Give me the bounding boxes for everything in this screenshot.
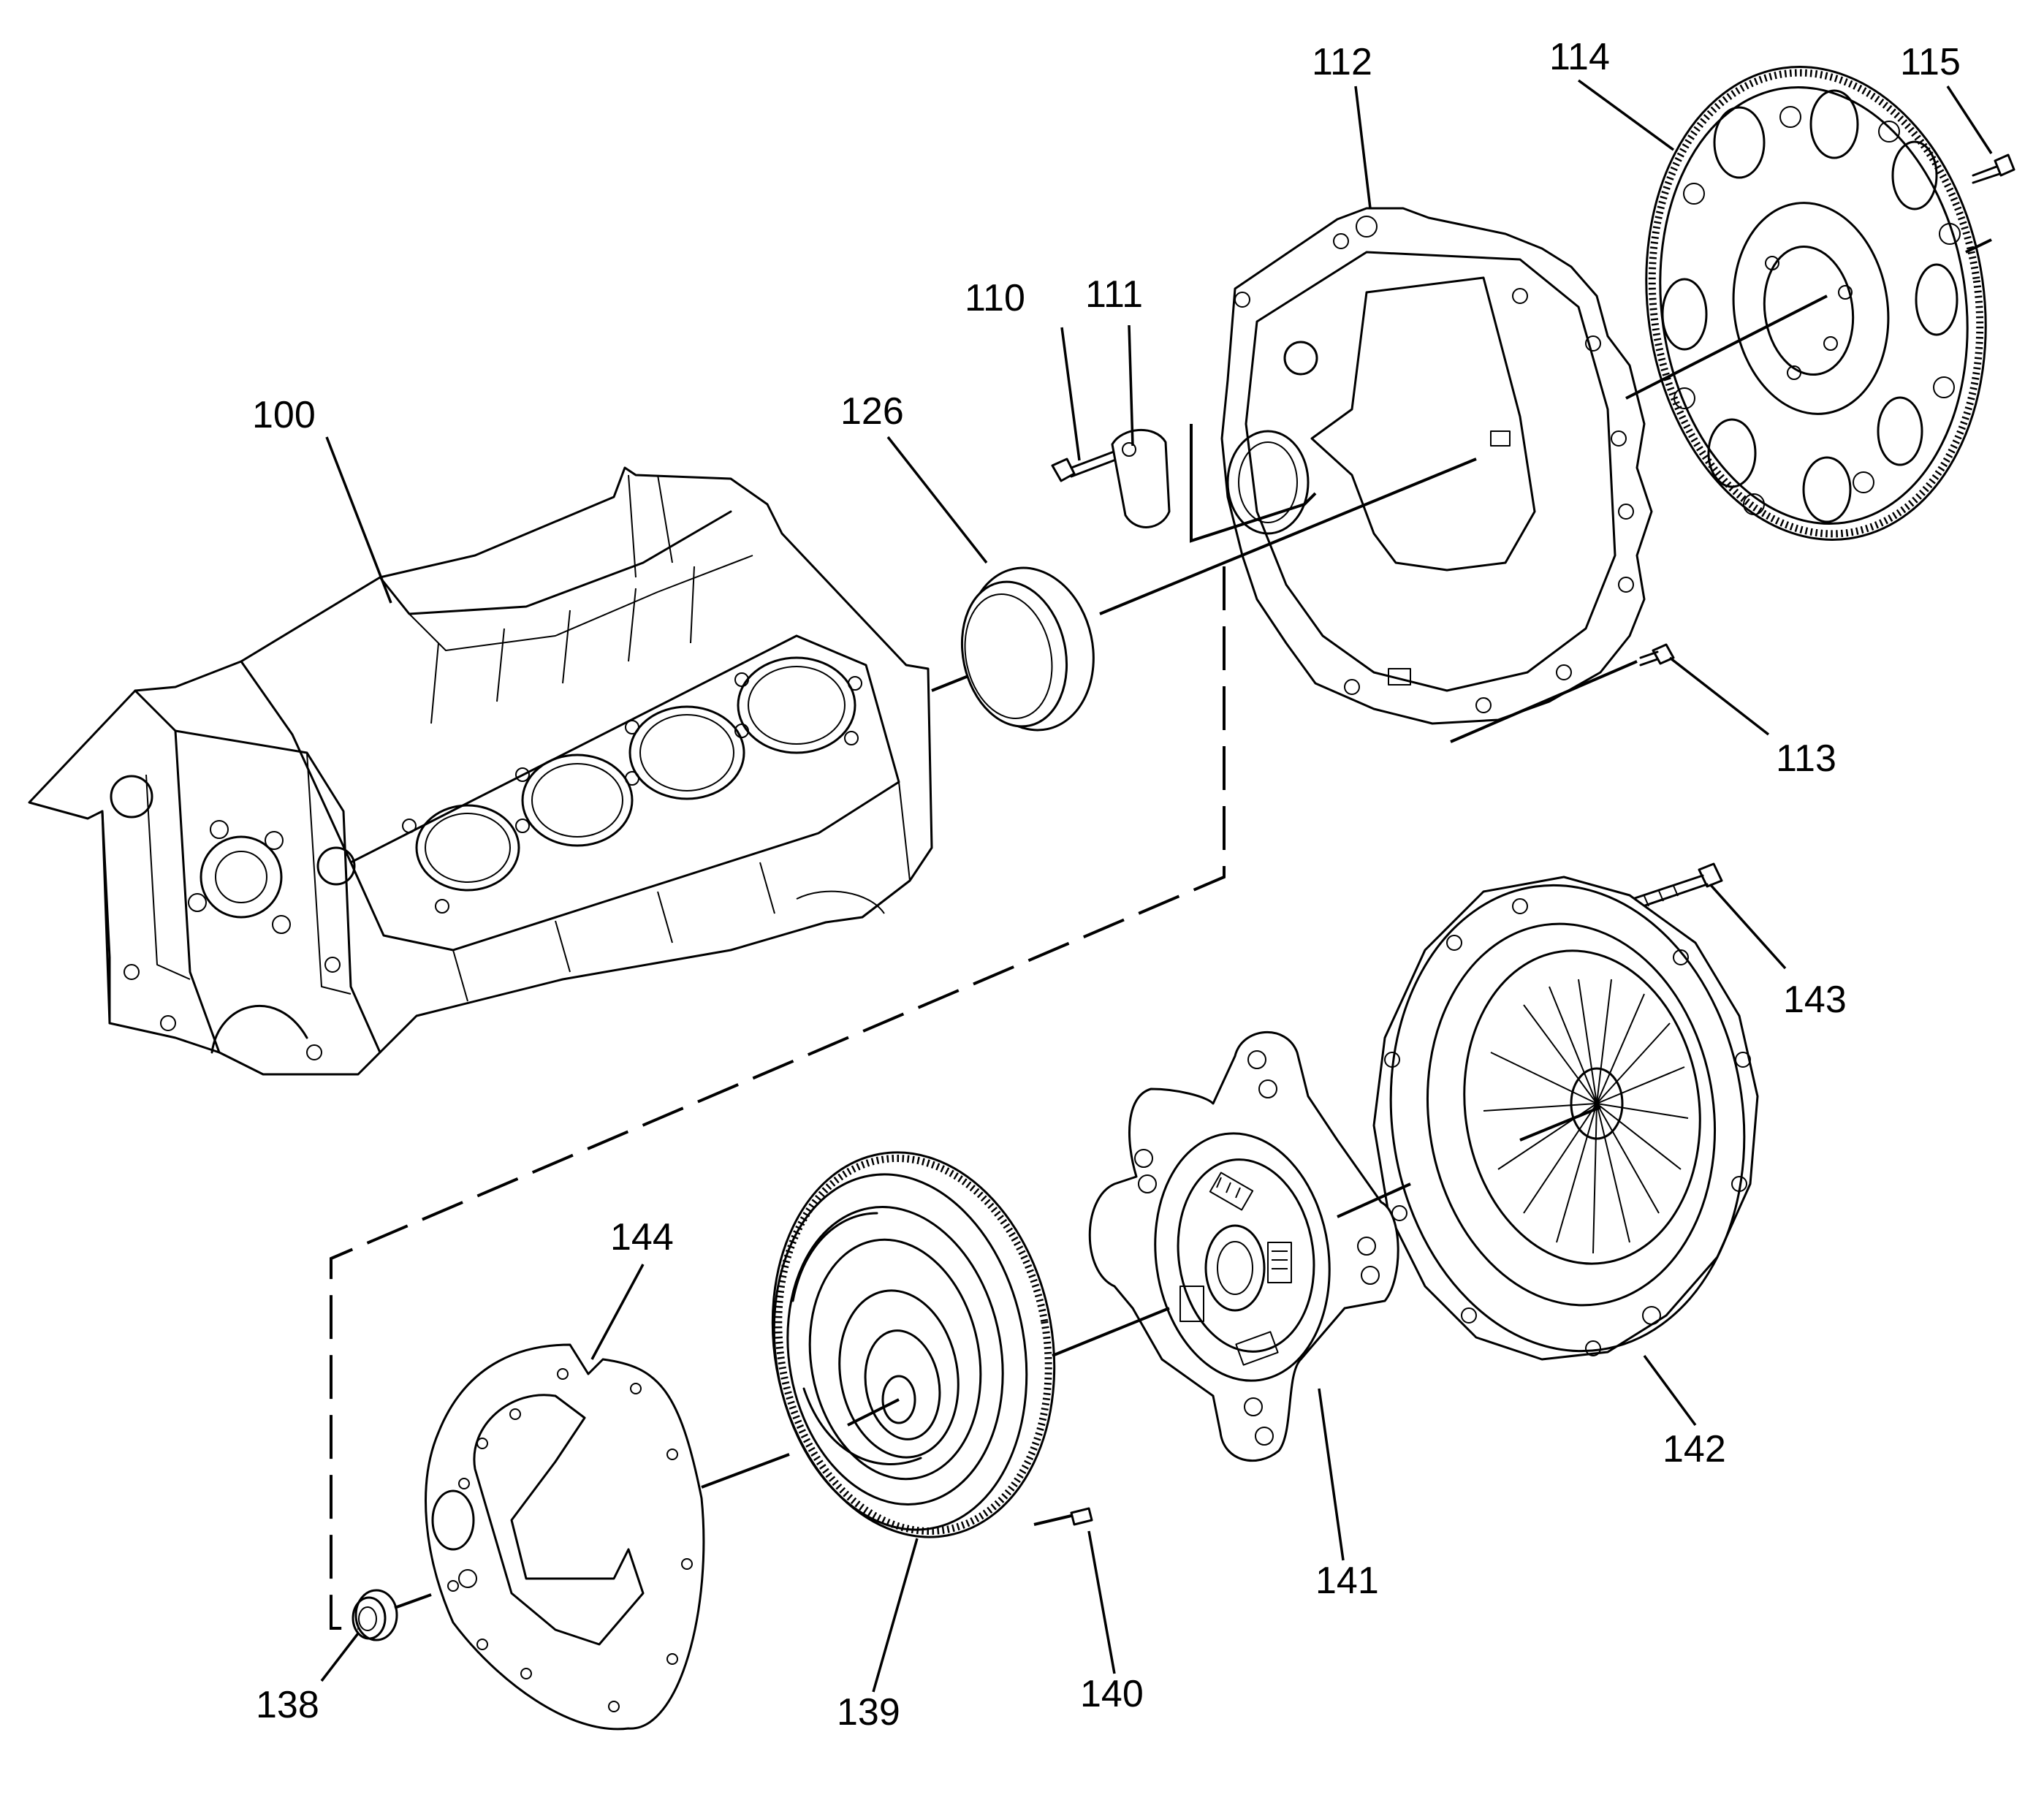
- callout-113: 113: [1776, 737, 1836, 780]
- dashed-reference-line: [330, 566, 1226, 1630]
- spacer-plate: [425, 1343, 705, 1731]
- flywheel: [771, 1151, 1056, 1538]
- callout-144: 144: [610, 1216, 674, 1258]
- cover-plate-111: [1111, 428, 1171, 528]
- callout-139: 139: [837, 1691, 900, 1734]
- pilot-bearing: [352, 1589, 398, 1641]
- assembly-axis-lines: [394, 238, 1992, 1609]
- bolt-115: [1972, 153, 2015, 184]
- callout-142: 142: [1663, 1428, 1726, 1470]
- leader-lines: [320, 79, 1993, 1693]
- flexplate: [1645, 66, 1987, 541]
- callout-112: 112: [1312, 41, 1372, 83]
- callout-141: 141: [1315, 1560, 1379, 1602]
- callout-143: 143: [1783, 979, 1847, 1021]
- callout-114: 114: [1549, 36, 1610, 78]
- dowel-pin: [1070, 1507, 1093, 1526]
- clutch-disc: [1088, 1030, 1399, 1462]
- callout-140: 140: [1080, 1673, 1144, 1715]
- callout-111: 111: [1085, 273, 1143, 316]
- bellhousing-adapter: [1220, 207, 1653, 725]
- callout-110: 110: [965, 277, 1025, 319]
- callout-100: 100: [252, 394, 316, 436]
- pressure-plate: [1372, 876, 1759, 1361]
- engine-block: [28, 466, 933, 1076]
- bolt-113: [1639, 643, 1675, 667]
- callout-126: 126: [840, 390, 904, 433]
- callout-115: 115: [1900, 41, 1961, 83]
- callout-138: 138: [256, 1684, 319, 1726]
- callout-labels: 100 110 111 112 113 114 115 126 138 139 …: [252, 36, 1961, 1734]
- rear-main-seal: [960, 566, 1095, 732]
